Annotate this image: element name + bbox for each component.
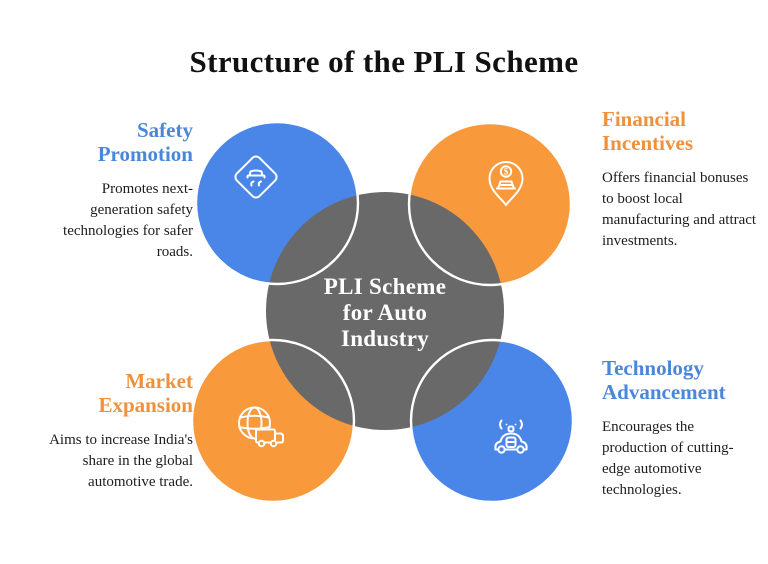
global-trade-truck-icon	[238, 406, 284, 448]
dollar-glyph: $	[504, 167, 509, 177]
section-heading-safety-promotion: Safety Promotion	[97, 118, 193, 166]
section-safety-promotion: Safety Promotion Promotes next-generatio…	[40, 118, 193, 263]
center-label-line-3: Industry	[340, 326, 430, 351]
center-label-line-1: PLI Scheme	[323, 274, 447, 299]
circle-outlines	[190, 120, 575, 504]
connected-car-icon	[494, 419, 528, 454]
center-circle	[266, 192, 504, 430]
safety-promotion-circle-outline	[194, 120, 360, 286]
technology-advancement-circle-outline	[409, 338, 575, 504]
money-location-pin-icon: $	[488, 161, 524, 206]
section-heading-market-expansion: Market Expansion	[98, 369, 193, 417]
center-label-line-2: for Auto	[342, 300, 428, 325]
financial-incentives-circle-outline	[407, 121, 573, 287]
truck-body	[255, 428, 284, 448]
section-heading-financial-incentives: Financial Incentives	[602, 107, 693, 155]
market-expansion-circle-outline	[190, 338, 356, 504]
section-body-financial-incentives: Offers financial bonuses to boost local …	[602, 170, 757, 249]
section-heading-technology-advancement: Technology Advancement	[602, 356, 726, 404]
section-financial-incentives: Financial Incentives Offers financial bo…	[602, 107, 758, 252]
slippery-road-sign-icon	[234, 155, 278, 199]
page-title: Structure of the PLI Scheme	[189, 44, 579, 79]
section-body-technology-advancement: Encourages the production of cutting-edg…	[602, 419, 734, 498]
section-body-market-expansion: Aims to increase India's share in the gl…	[49, 432, 193, 490]
section-market-expansion: Market Expansion Aims to increase India'…	[40, 369, 193, 493]
center-label: PLI Scheme for Auto Industry	[285, 274, 485, 352]
section-body-safety-promotion: Promotes next-generation safety technolo…	[63, 181, 193, 260]
section-technology-advancement: Technology Advancement Encourages the pr…	[602, 356, 758, 501]
